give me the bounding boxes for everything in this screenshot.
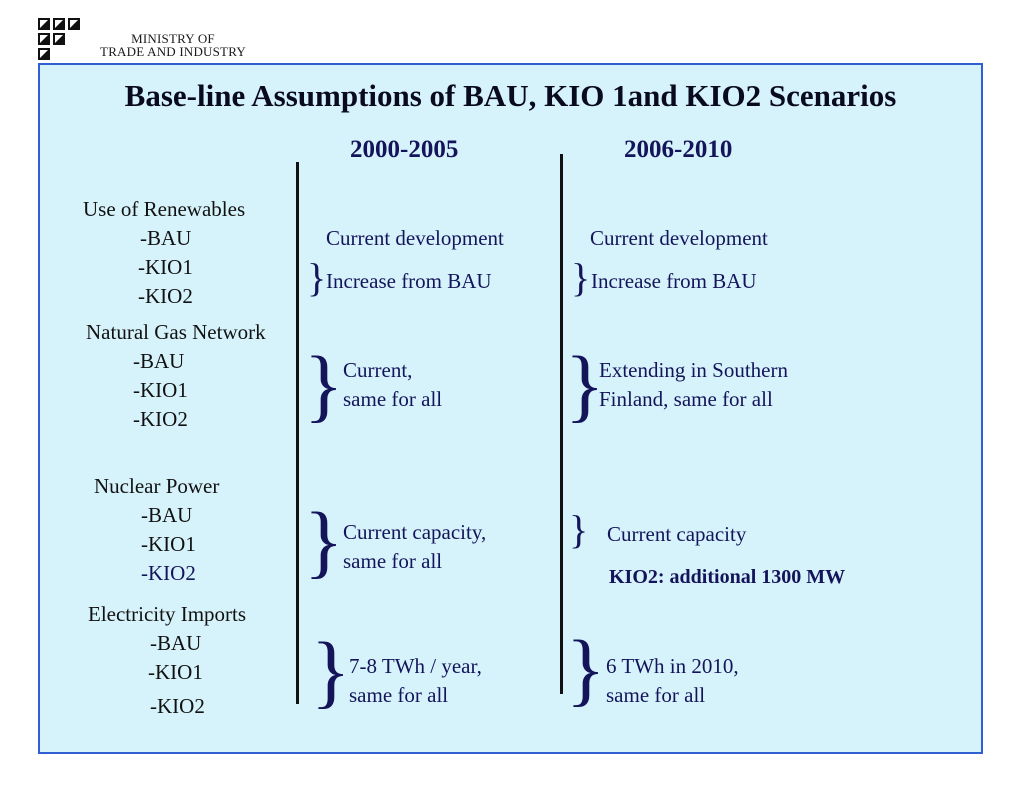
nuclear-p1-line: Current capacity, xyxy=(343,520,487,544)
brace-icon: } xyxy=(311,625,351,716)
slide-panel xyxy=(38,63,983,754)
column-divider-2 xyxy=(560,154,563,694)
period-header-2: 2006-2010 xyxy=(624,136,733,163)
imports-p2: 6 TWh in 2010, same for all xyxy=(606,652,739,710)
natural-gas-p2-line: Extending in Southern xyxy=(599,358,788,382)
imports-p1-line: 7-8 TWh / year, xyxy=(349,654,482,678)
scenario-label: -KIO1 xyxy=(133,378,188,402)
renewables-p2-bau: Current development xyxy=(590,226,768,250)
row-label-natural-gas: Natural Gas Network xyxy=(86,320,266,344)
scenario-label: -KIO2 xyxy=(133,407,188,431)
row-label-renewables: Use of Renewables xyxy=(83,197,246,221)
brace-icon: } xyxy=(565,339,605,430)
nuclear-p2-kio2: KIO2: additional 1300 MW xyxy=(609,566,846,588)
brace-icon: } xyxy=(569,507,589,552)
scenario-label: -BAU xyxy=(150,631,202,655)
scenario-label: -BAU xyxy=(141,503,193,527)
natural-gas-p2: Extending in Southern Finland, same for … xyxy=(599,356,788,414)
nuclear-p1-line: same for all xyxy=(343,549,443,573)
scenario-label: -BAU xyxy=(140,226,192,250)
slide-title: Base-line Assumptions of BAU, KIO 1and K… xyxy=(124,78,897,113)
renewables-p2-kio: Increase from BAU xyxy=(591,269,757,293)
natural-gas-p1-line: same for all xyxy=(343,387,443,411)
renewables-p1-kio: Increase from BAU xyxy=(326,269,492,293)
imports-p1-line: same for all xyxy=(349,683,449,707)
brace-icon: } xyxy=(571,255,591,300)
natural-gas-p1-line: Current, xyxy=(343,358,413,382)
brace-icon: } xyxy=(304,339,344,430)
column-divider-1 xyxy=(296,162,299,704)
natural-gas-p1: Current, same for all xyxy=(343,356,442,414)
brace-icon: } xyxy=(566,623,606,714)
row-label-nuclear: Nuclear Power xyxy=(94,474,220,498)
natural-gas-p2-line: Finland, same for all xyxy=(599,387,773,411)
nuclear-p1: Current capacity, same for all xyxy=(343,518,486,576)
scenario-label: -KIO2 xyxy=(150,694,205,718)
imports-p1: 7-8 TWh / year, same for all xyxy=(349,652,482,710)
ministry-line-1: MINISTRY OF xyxy=(131,31,215,46)
scenario-label: -KIO1 xyxy=(138,255,193,279)
scenario-label: -KIO1 xyxy=(148,660,203,684)
ministry-line-2: TRADE AND INDUSTRY xyxy=(100,44,246,59)
scenario-label: -KIO2 xyxy=(141,561,196,585)
row-label-electricity-imports: Electricity Imports xyxy=(88,602,247,626)
renewables-p1-bau: Current development xyxy=(326,226,504,250)
ministry-name: MINISTRY OF TRADE AND INDUSTRY xyxy=(78,32,268,58)
imports-p2-line: 6 TWh in 2010, xyxy=(606,654,739,678)
scenario-label: -KIO2 xyxy=(138,284,193,308)
scenario-label: -BAU xyxy=(133,349,185,373)
imports-p2-line: same for all xyxy=(606,683,706,707)
brace-icon: } xyxy=(304,495,344,586)
brace-icon: } xyxy=(307,255,327,300)
period-header-1: 2000-2005 xyxy=(350,136,459,163)
ministry-logo-icon xyxy=(38,18,80,60)
scenario-label: -KIO1 xyxy=(141,532,196,556)
nuclear-p2: Current capacity xyxy=(607,522,747,546)
